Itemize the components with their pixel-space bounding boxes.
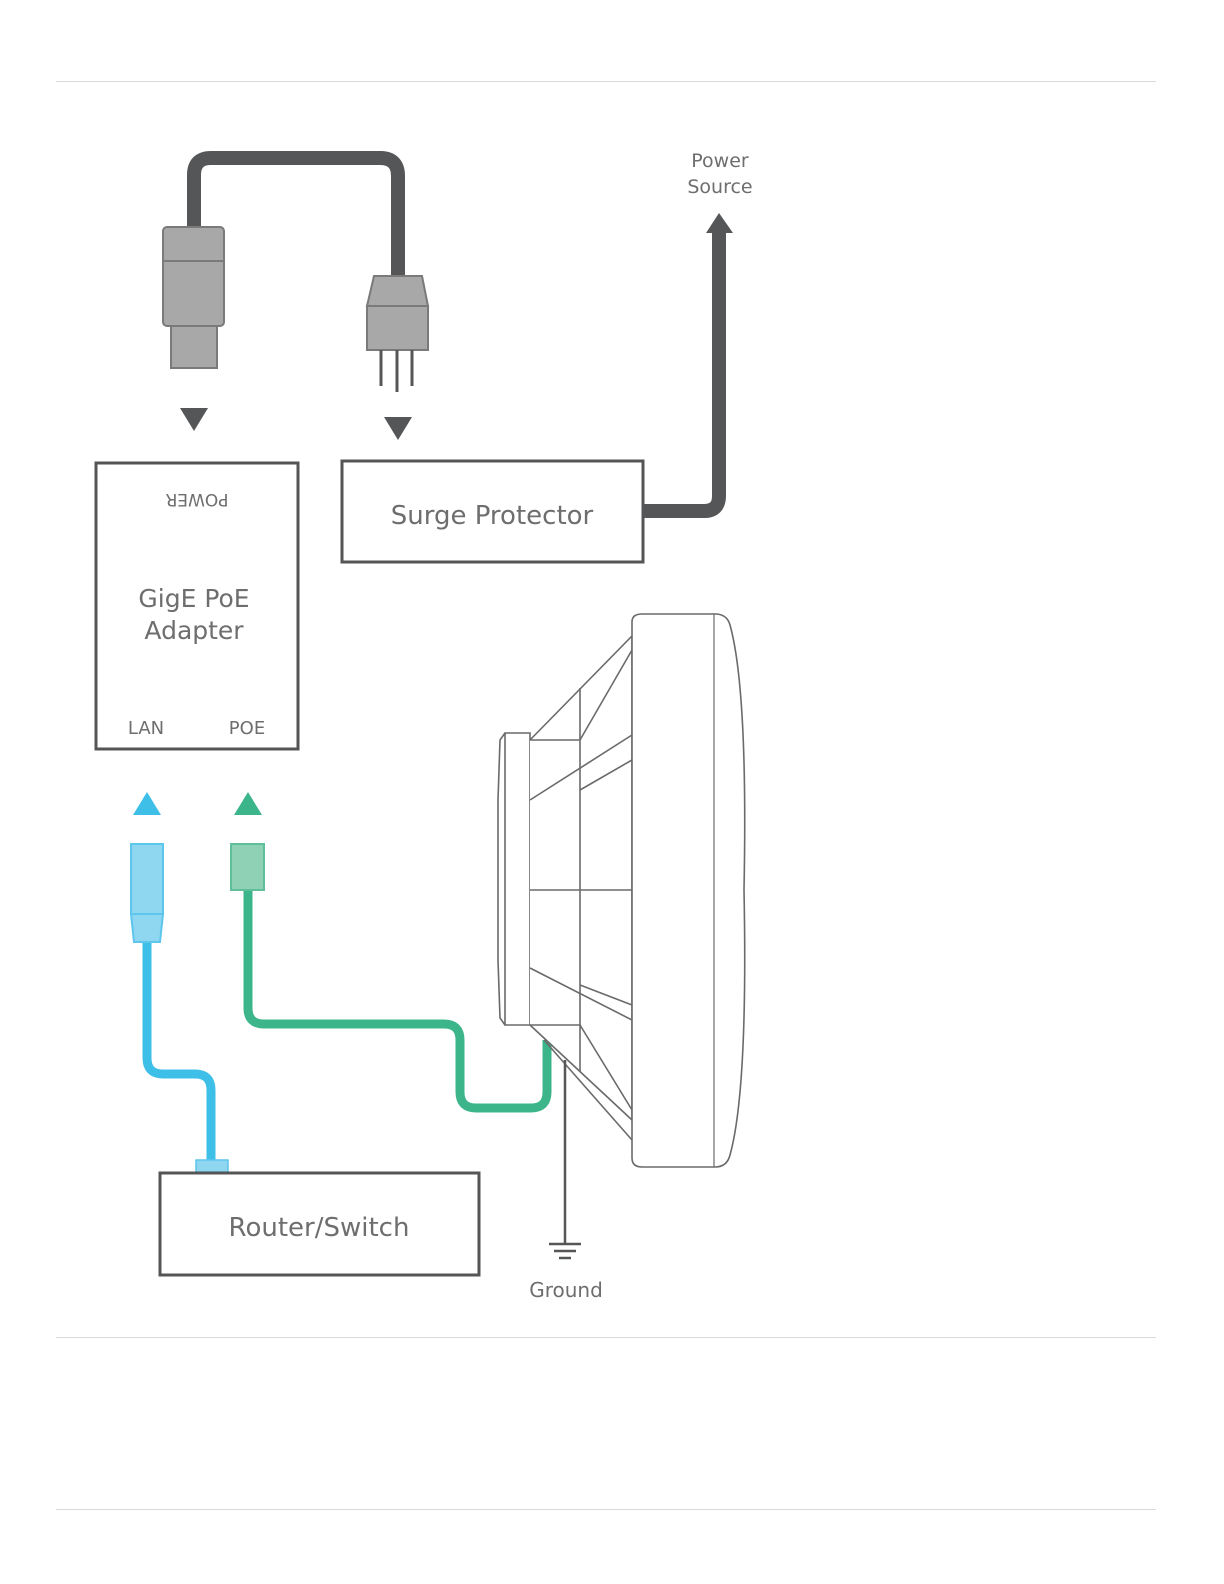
poe-connector <box>231 844 264 890</box>
arrow-down-icon <box>384 417 412 440</box>
power-source-label-line-2: Source <box>687 176 752 198</box>
adapter-power-port-label: POWER <box>165 489 228 509</box>
ac-mains-plug <box>367 276 428 392</box>
router-lan-port <box>196 1160 228 1172</box>
ground-symbol-icon <box>549 1060 581 1258</box>
lan-arrow-up-icon <box>133 792 161 815</box>
ground-label: Ground <box>529 1278 603 1302</box>
poe-arrow-up-icon <box>234 792 262 815</box>
lan-cable <box>147 940 211 1162</box>
adapter-power-plug <box>163 227 224 368</box>
poe-port-label: POE <box>229 718 265 739</box>
arrow-down-icon <box>180 408 208 431</box>
router-switch-label: Router/Switch <box>229 1213 410 1243</box>
surge-protector-label: Surge Protector <box>391 501 594 531</box>
lan-port-label: LAN <box>128 718 164 739</box>
poe-cable <box>248 890 547 1108</box>
lan-connector <box>131 844 163 942</box>
outdoor-radio-device <box>498 614 745 1167</box>
surge-to-power-source-cable <box>643 232 719 511</box>
arrow-up-icon <box>706 213 733 233</box>
adapter-label-line-2: Adapter <box>144 616 244 645</box>
power-source-label-line-1: Power <box>691 150 749 172</box>
adapter-label-line-1: GigE PoE <box>138 584 249 613</box>
